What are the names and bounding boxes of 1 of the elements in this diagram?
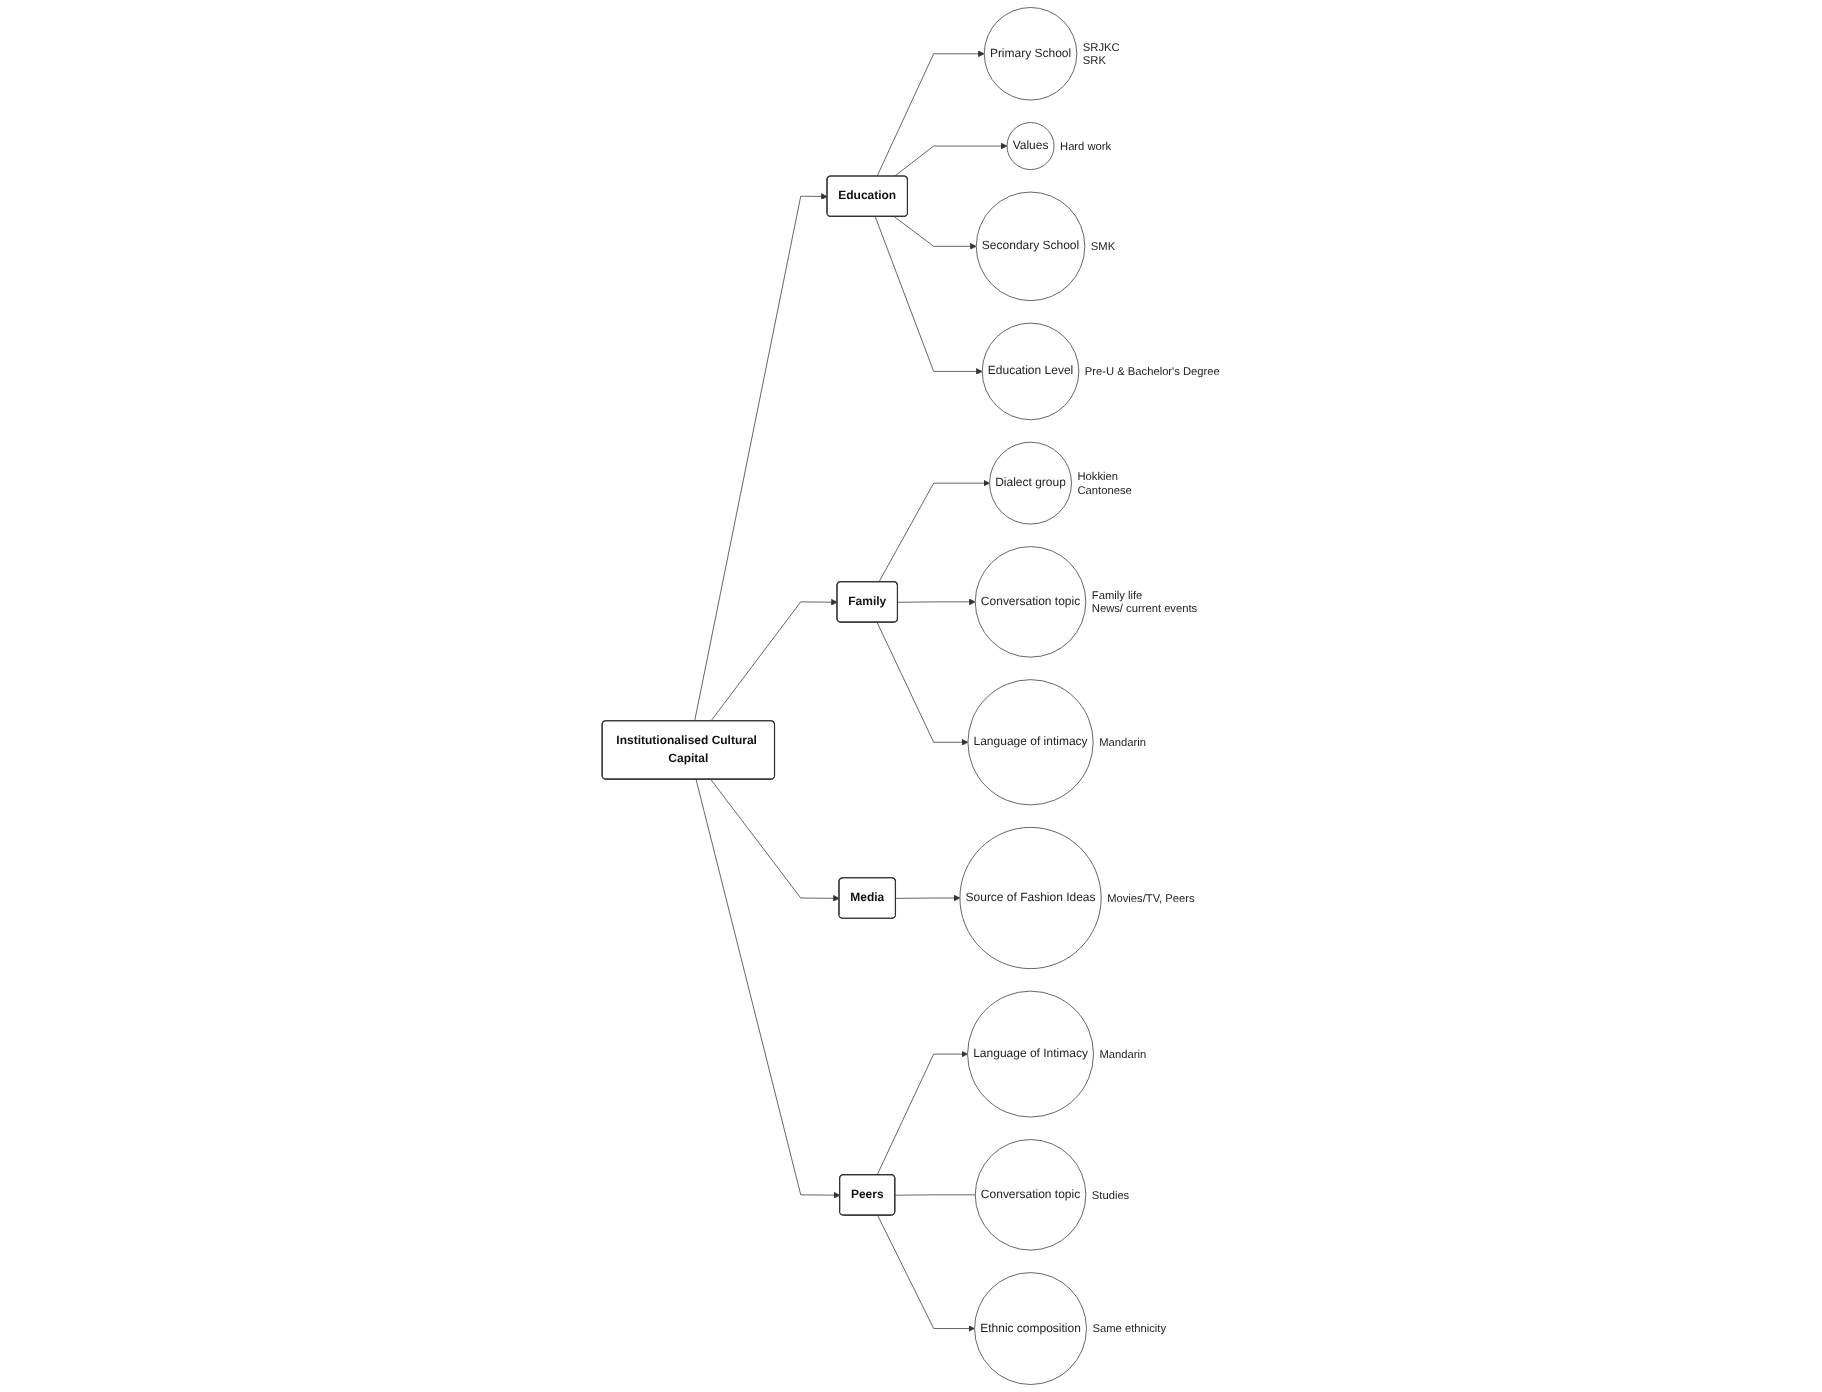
connector <box>894 1194 976 1196</box>
